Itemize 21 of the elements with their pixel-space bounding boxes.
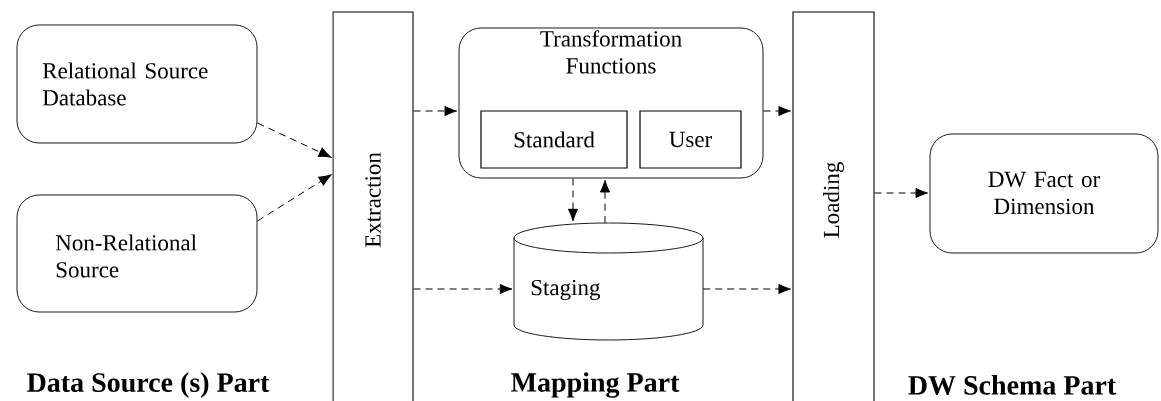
process-bar: Extraction bbox=[332, 11, 414, 401]
arrow bbox=[762, 105, 791, 117]
function-box: User bbox=[639, 110, 742, 169]
target-box: DW Fact or Dimension bbox=[929, 133, 1159, 254]
source-box: Non-Relational Source bbox=[16, 194, 258, 313]
arrow bbox=[256, 122, 332, 158]
arrow bbox=[256, 174, 332, 222]
arrow bbox=[567, 177, 579, 222]
node-label: Staging bbox=[531, 279, 601, 301]
arrow bbox=[599, 179, 611, 224]
process-bar: Loading bbox=[792, 11, 875, 401]
function-box: Standard bbox=[480, 110, 628, 169]
arrow bbox=[874, 187, 929, 199]
arrow bbox=[702, 283, 791, 295]
section-heading: Data Source (s) Part bbox=[27, 372, 270, 398]
staging-cylinder: Staging bbox=[513, 222, 704, 341]
arrow bbox=[413, 105, 458, 117]
arrow bbox=[413, 283, 513, 295]
source-box: Relational Source Database bbox=[16, 24, 258, 144]
section-heading: Mapping Part bbox=[511, 372, 680, 398]
section-heading: DW Schema Part bbox=[908, 375, 1117, 395]
